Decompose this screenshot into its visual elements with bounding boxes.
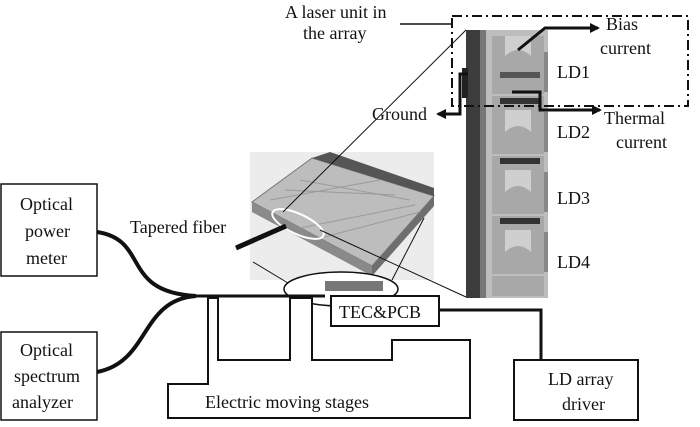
projection-line-bottom: [319, 229, 467, 298]
bias-current-arrow: [517, 23, 600, 52]
osa-label-line3: analyzer: [12, 392, 73, 412]
zoom-line-left: [252, 261, 289, 284]
laser-unit-highlight-box: [451, 15, 689, 107]
chip-on-stage: [325, 281, 383, 291]
fiber-to-spectrum-analyzer: [96, 294, 197, 374]
laser-unit-label-line2: the array: [303, 23, 366, 43]
ld-array-driver-box: [513, 359, 639, 421]
ld3-label: LD3: [557, 188, 590, 208]
thermal-label-line2: current: [616, 132, 667, 152]
ld-cell-4: [492, 216, 548, 274]
electric-moving-stages: [167, 297, 471, 419]
ld2-label: LD2: [557, 122, 590, 142]
ld-cell-3: [492, 156, 548, 214]
tec-pcb-box: [330, 295, 440, 327]
tapered-fiber: [234, 223, 288, 251]
optical-spectrum-analyzer-box: [0, 331, 98, 421]
thermal-label-line1: Thermal: [604, 108, 665, 128]
ld4-label: LD4: [557, 252, 590, 272]
bias-label-line1: Bias: [606, 14, 638, 34]
ground-label: Ground: [372, 104, 427, 124]
tapered-fiber-label: Tapered fiber: [130, 217, 226, 237]
ground-arrow: [436, 72, 468, 119]
opm-label-line1: Optical: [20, 194, 73, 214]
laser-unit-label-line1: A laser unit in: [285, 2, 387, 22]
chip-photo: [250, 152, 435, 280]
optical-power-meter-box: [0, 183, 98, 277]
opm-label-line2: power: [25, 221, 70, 241]
tec-pcb-label: TEC&PCB: [339, 302, 421, 322]
osa-label-line2: spectrum: [14, 366, 80, 386]
bias-label-line2: current: [600, 38, 651, 58]
ld1-label: LD1: [557, 62, 590, 82]
fiber-to-power-meter: [96, 230, 197, 298]
laser-array-image: [462, 30, 548, 298]
ld-cell-1: [492, 36, 548, 94]
zoom-line-right: [391, 217, 425, 281]
thermal-current-arrow: [512, 90, 602, 115]
opm-label-line3: meter: [26, 248, 67, 268]
driver-connection: [439, 308, 543, 360]
driver-label-line1: LD array: [548, 369, 613, 389]
osa-label-line1: Optical: [20, 340, 73, 360]
stages-label: Electric moving stages: [205, 392, 369, 412]
projection-line-top: [282, 29, 467, 213]
driver-label-line2: driver: [562, 394, 605, 414]
